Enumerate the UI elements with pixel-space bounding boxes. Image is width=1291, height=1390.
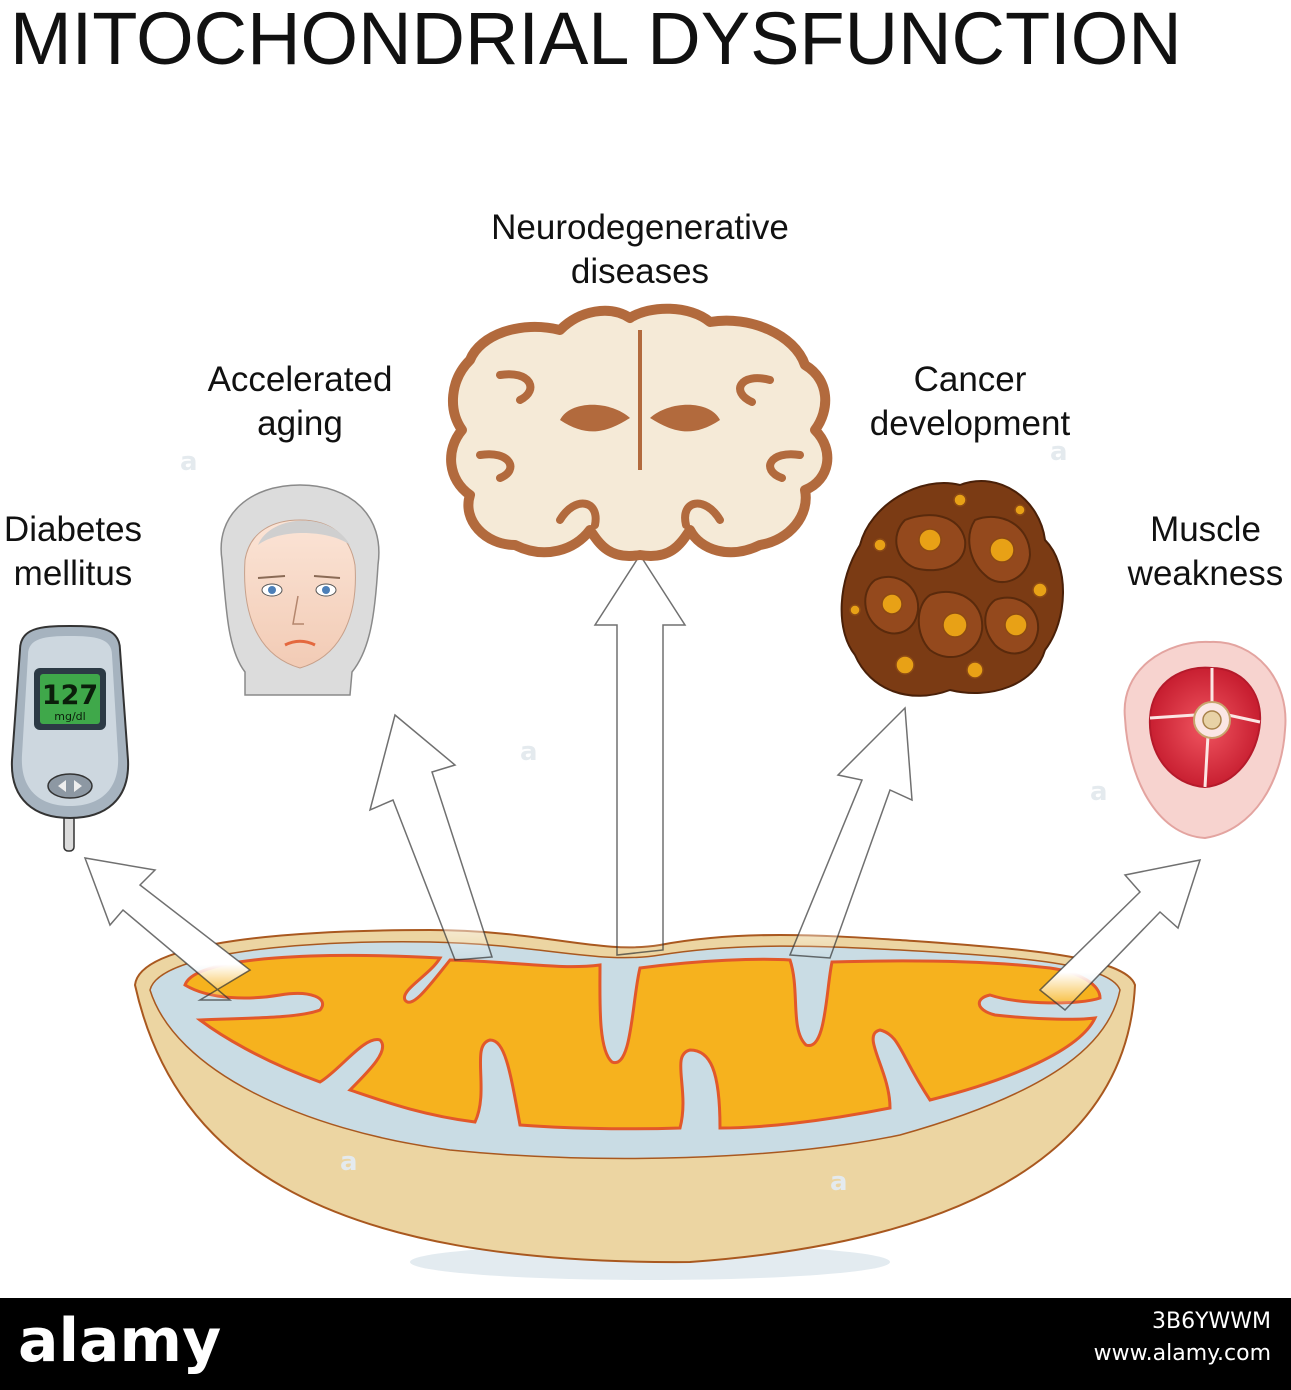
arrow-to-neuro	[595, 555, 685, 955]
alamy-logo: alamy	[18, 1306, 221, 1376]
svg-text:a: a	[180, 447, 198, 477]
mitochondrion-icon	[135, 930, 1135, 1280]
diagram-canvas: aaa aaa	[0, 0, 1291, 1298]
glucose-reading: 127	[38, 680, 102, 711]
footer-image-info: 3B6YWWM www.alamy.com	[1094, 1306, 1271, 1370]
svg-text:a: a	[520, 737, 538, 767]
svg-text:a: a	[1090, 777, 1108, 807]
svg-text:a: a	[340, 1147, 358, 1177]
glucose-meter-icon	[12, 626, 128, 851]
muscle-cross-section-icon	[1125, 642, 1286, 838]
site-url: www.alamy.com	[1094, 1338, 1271, 1370]
tumor-icon	[842, 481, 1063, 696]
elderly-face-icon	[221, 485, 379, 695]
arrow-to-aging	[370, 715, 492, 960]
svg-text:a: a	[830, 1167, 848, 1197]
glucose-unit: mg/dl	[38, 710, 102, 723]
brain-section-icon	[451, 309, 827, 556]
arrow-to-cancer	[790, 708, 912, 958]
image-id: 3B6YWWM	[1094, 1306, 1271, 1338]
